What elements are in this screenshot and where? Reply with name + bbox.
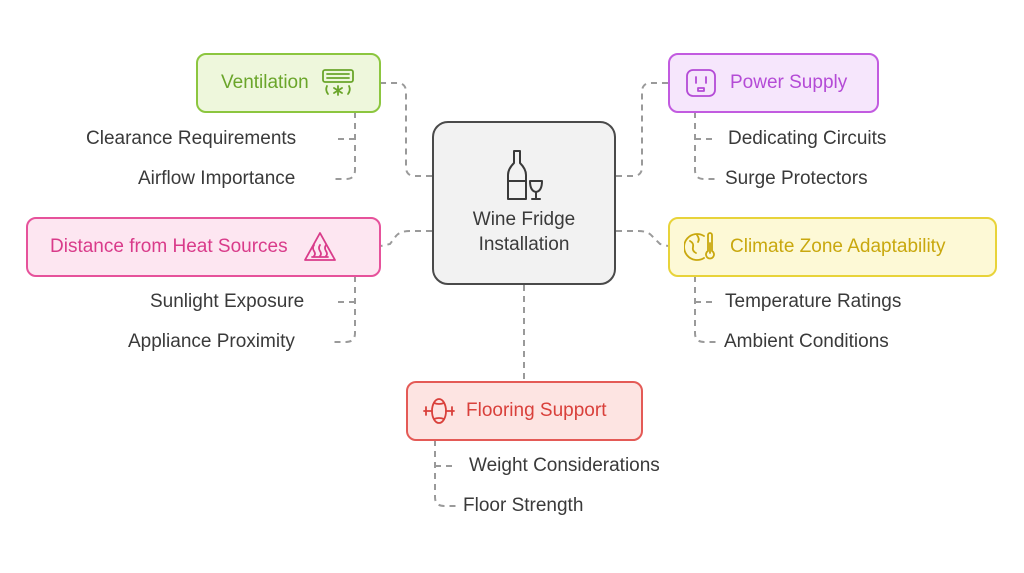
hot-surface-warning-icon [303, 232, 336, 261]
branch-climate-zone[interactable]: Climate Zone Adaptability [668, 217, 997, 277]
ventilation-item: Clearance Requirements [86, 128, 297, 149]
connector-center-ventilation [381, 82, 432, 177]
branch-climate-label: Climate Zone Adaptability [730, 236, 946, 257]
branch-heat-label: Distance from Heat Sources [50, 236, 288, 257]
branch-flooring-label: Flooring Support [466, 400, 607, 421]
connector-center-power [616, 82, 668, 177]
flooring-item: Weight Considerations [469, 455, 660, 476]
connector-ventilation-items [334, 112, 356, 180]
flooring-item: Floor Strength [463, 495, 584, 516]
branch-power-label: Power Supply [730, 72, 848, 93]
branch-ventilation[interactable]: Ventilation [196, 53, 381, 113]
connector-center-climate [616, 230, 669, 247]
floor-support-icon [423, 398, 455, 424]
branch-flooring-support[interactable]: Flooring Support [406, 381, 643, 441]
power-item: Dedicating Circuits [728, 128, 887, 149]
branch-power-supply[interactable]: Power Supply [668, 53, 879, 113]
power-outlet-icon [686, 69, 716, 97]
wine-bottle-glass-icon [507, 150, 543, 200]
power-item: Surge Protectors [725, 168, 868, 189]
climate-item: Temperature Ratings [725, 291, 902, 312]
heat-item: Sunlight Exposure [150, 291, 305, 312]
connector-center-heat [380, 230, 432, 247]
branch-ventilation-label: Ventilation [221, 72, 309, 93]
climate-item: Ambient Conditions [724, 331, 889, 352]
connector-heat-items [332, 276, 356, 343]
branch-heat-sources[interactable]: Distance from Heat Sources [26, 217, 381, 277]
center-title-line2: Installation [478, 234, 570, 255]
air-conditioner-icon [321, 69, 354, 96]
heat-item: Appliance Proximity [128, 331, 295, 352]
ventilation-item: Airflow Importance [138, 168, 296, 189]
connector-climate-items [694, 276, 716, 343]
connector-flooring-items [434, 440, 456, 507]
center-title: Wine Fridge Installation [473, 207, 575, 257]
center-title-line1: Wine Fridge [472, 209, 576, 230]
connector-power-items [694, 112, 716, 180]
globe-thermometer-icon [684, 232, 715, 261]
center-node[interactable]: Wine Fridge Installation [432, 121, 616, 285]
